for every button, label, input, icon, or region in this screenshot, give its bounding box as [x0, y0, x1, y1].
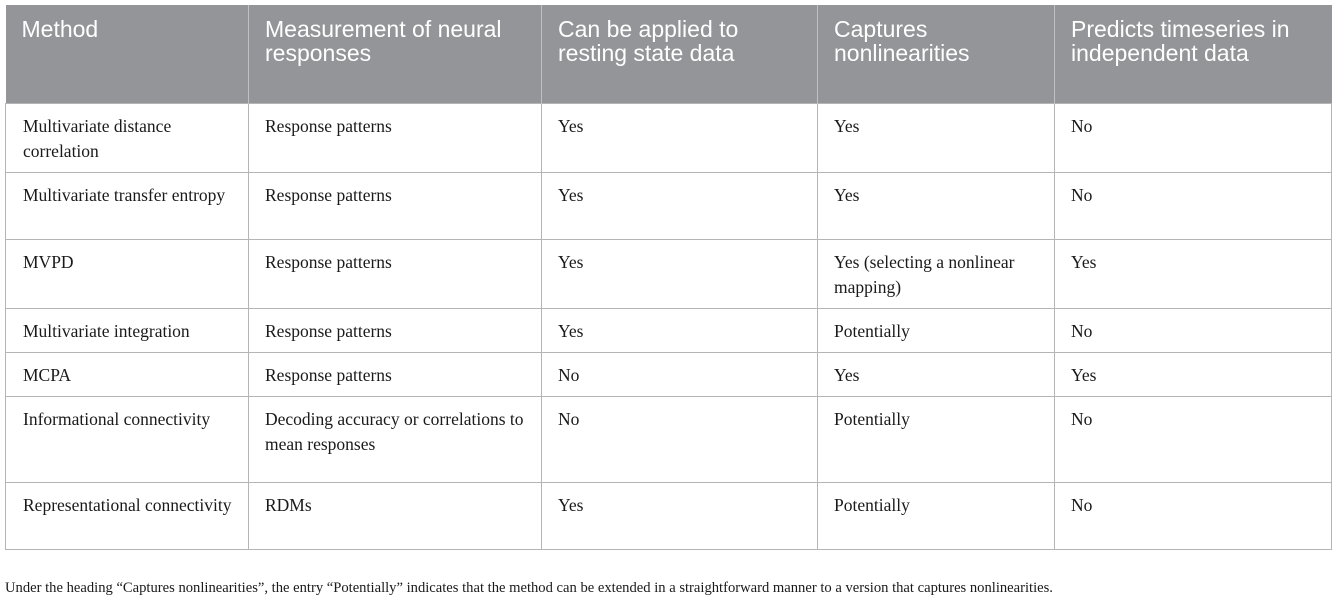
table-row: Multivariate integration Response patter…: [5, 307, 1332, 353]
cell-resting-state: No: [541, 395, 818, 483]
cell-predicts-timeseries: Yes: [1054, 351, 1332, 397]
header-resting-state: Can be applied to resting state data: [541, 5, 818, 103]
cell-measurement: Decoding accuracy or correlations to mea…: [248, 395, 542, 483]
cell-resting-state: Yes: [541, 171, 818, 240]
cell-method: MCPA: [5, 351, 249, 397]
cell-method: Representational connectivity: [5, 481, 249, 550]
cell-measurement: Response patterns: [248, 307, 542, 353]
table-row: Informational connectivity Decoding accu…: [5, 395, 1332, 483]
table-row: Representational connectivity RDMs Yes P…: [5, 481, 1332, 550]
cell-nonlinearities: Potentially: [817, 395, 1055, 483]
cell-predicts-timeseries: No: [1054, 395, 1332, 483]
cell-predicts-timeseries: Yes: [1054, 238, 1332, 309]
cell-nonlinearities: Yes: [817, 102, 1055, 173]
table-footnote: Under the heading “Captures nonlineariti…: [5, 580, 1053, 596]
table-row: MVPD Response patterns Yes Yes (selectin…: [5, 238, 1332, 309]
cell-method: Multivariate transfer entropy: [5, 171, 249, 240]
cell-nonlinearities: Yes: [817, 171, 1055, 240]
cell-nonlinearities: Potentially: [817, 307, 1055, 353]
cell-predicts-timeseries: No: [1054, 171, 1332, 240]
cell-nonlinearities: Yes (selecting a nonlinear mapping): [817, 238, 1055, 309]
header-measurement: Measurement of neural responses: [248, 5, 542, 103]
cell-predicts-timeseries: No: [1054, 481, 1332, 550]
cell-measurement: Response patterns: [248, 351, 542, 397]
methods-table-container: Method Measurement of neural responses C…: [5, 5, 1332, 550]
cell-predicts-timeseries: No: [1054, 102, 1332, 173]
header-method: Method: [5, 5, 249, 103]
cell-nonlinearities: Potentially: [817, 481, 1055, 550]
cell-nonlinearities: Yes: [817, 351, 1055, 397]
cell-measurement: RDMs: [248, 481, 542, 550]
cell-predicts-timeseries: No: [1054, 307, 1332, 353]
cell-method: Multivariate distance correlation: [5, 102, 249, 173]
header-row: Method Measurement of neural responses C…: [5, 5, 1332, 103]
table-body: Multivariate distance correlation Respon…: [5, 102, 1332, 550]
header-nonlinearities: Captures nonlinearities: [817, 5, 1055, 103]
methods-comparison-table: Method Measurement of neural responses C…: [5, 5, 1332, 550]
cell-method: MVPD: [5, 238, 249, 309]
table-row: MCPA Response patterns No Yes Yes: [5, 351, 1332, 397]
cell-measurement: Response patterns: [248, 238, 542, 309]
cell-measurement: Response patterns: [248, 102, 542, 173]
cell-method: Multivariate integration: [5, 307, 249, 353]
table-row: Multivariate transfer entropy Response p…: [5, 171, 1332, 240]
cell-resting-state: No: [541, 351, 818, 397]
cell-resting-state: Yes: [541, 481, 818, 550]
header-predicts-timeseries: Predicts timeseries in independent data: [1054, 5, 1332, 103]
table-header: Method Measurement of neural responses C…: [5, 5, 1332, 103]
cell-resting-state: Yes: [541, 238, 818, 309]
cell-measurement: Response patterns: [248, 171, 542, 240]
cell-resting-state: Yes: [541, 307, 818, 353]
cell-method: Informational connectivity: [5, 395, 249, 483]
cell-resting-state: Yes: [541, 102, 818, 173]
table-row: Multivariate distance correlation Respon…: [5, 102, 1332, 173]
